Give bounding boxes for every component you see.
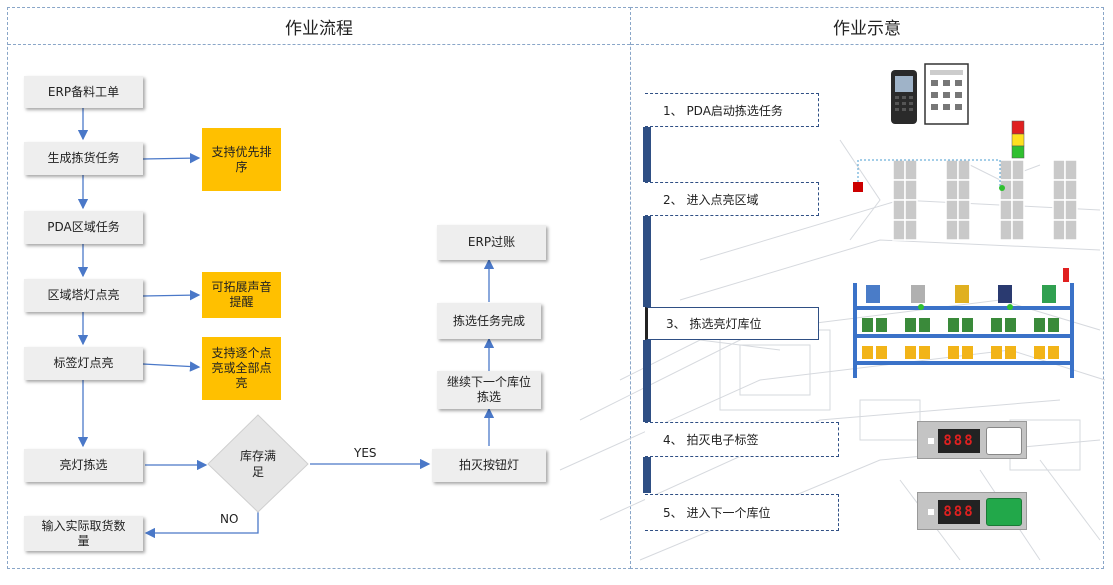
- erp-posting-box: ERP过账: [437, 225, 546, 260]
- step-connector-bar: [643, 216, 651, 307]
- digit-display: 888: [938, 500, 980, 524]
- priority-note: 支持优先排序: [202, 128, 281, 191]
- pda-area-task-box: PDA区域任务: [24, 211, 143, 244]
- pick-task-done-box: 拣选任务完成: [437, 303, 541, 339]
- demo-panel-title: 作业示意: [631, 8, 1103, 45]
- tag-light-box: 标签灯点亮: [24, 347, 143, 380]
- step-connector-bar: [643, 340, 651, 422]
- indicator-dot: [928, 438, 934, 444]
- step-2-enter-area: 2、 进入点亮区域: [645, 182, 819, 216]
- confirm-button[interactable]: [986, 498, 1022, 526]
- step-connector-bar: [643, 127, 651, 182]
- electronic-label-unlit: 888: [917, 421, 1027, 459]
- pick-rack-icon: [853, 268, 1074, 378]
- indicator-dot: [928, 509, 934, 515]
- sound-note: 可拓展声音提醒: [202, 272, 281, 318]
- erp-stock-order-box: ERP备料工单: [24, 76, 143, 108]
- tower-light-icon: [1011, 120, 1025, 159]
- demo-panel: [630, 7, 1104, 569]
- no-label: NO: [220, 512, 239, 526]
- digit-display: 888: [938, 429, 980, 453]
- light-pick-box: 亮灯拣选: [24, 449, 143, 482]
- pda-device-icon: [891, 63, 969, 125]
- step-1-pda-start: 1、 PDA启动拣选任务: [645, 93, 819, 127]
- lights-mode-note: 支持逐个点亮或全部点亮: [202, 337, 281, 400]
- press-button-light-box: 拍灭按钮灯: [432, 449, 546, 482]
- step-4-press-tag: 4、 拍灭电子标签: [645, 422, 839, 457]
- confirm-button[interactable]: [986, 427, 1022, 455]
- stock-check-diamond: [207, 414, 309, 513]
- tower-light-box: 区域塔灯点亮: [24, 279, 143, 312]
- step-3-pick-location: 3、 拣选亮灯库位: [645, 307, 819, 340]
- generate-pick-task-box: 生成拣货任务: [24, 142, 143, 175]
- stock-check-label: 库存满足: [239, 449, 276, 479]
- step-connector-bar: [643, 457, 651, 493]
- next-location-box: 继续下一个库位拣选: [437, 371, 541, 409]
- step-5-next-location: 5、 进入下一个库位: [645, 494, 839, 531]
- input-quantity-box: 输入实际取货数量: [24, 516, 143, 551]
- yes-label: YES: [354, 446, 377, 460]
- flow-panel-title: 作业流程: [8, 8, 630, 45]
- electronic-label-lit: 888: [917, 492, 1027, 530]
